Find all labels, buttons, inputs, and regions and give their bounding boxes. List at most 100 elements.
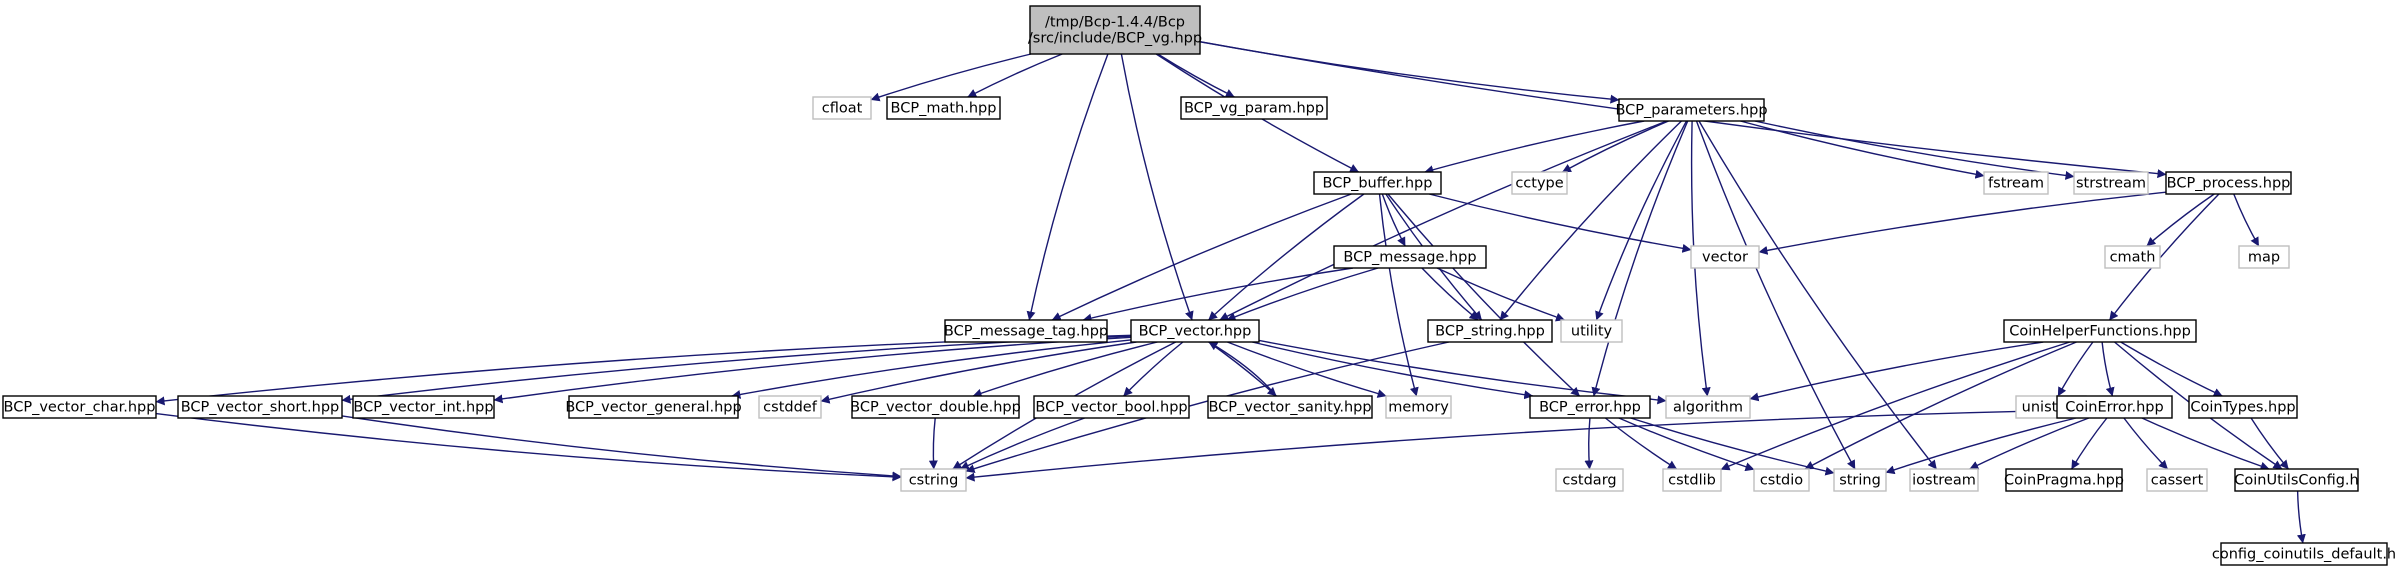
node-box bbox=[1753, 468, 1810, 492]
node-bcp-message[interactable]: BCP_message.hpp bbox=[1333, 245, 1487, 269]
edge-bcp_string-to-cstring bbox=[965, 341, 1450, 474]
node-box bbox=[2165, 171, 2292, 195]
node-label: algorithm bbox=[1673, 400, 1743, 416]
node-bcp-vector[interactable]: BCP_vector.hpp bbox=[1130, 319, 1260, 343]
edge-bcp_buffer-to-vector bbox=[1428, 193, 1692, 253]
node-bcp-buffer[interactable]: BCP_buffer.hpp bbox=[1313, 171, 1442, 195]
node-box bbox=[1333, 245, 1487, 269]
edge-bcp_process-to-map bbox=[2233, 193, 2260, 247]
node-box bbox=[2104, 245, 2161, 269]
node-bcp-vector-char[interactable]: BCP_vector_char.hpp bbox=[2, 395, 157, 419]
edge-coin_error-to-coin_pragma bbox=[2071, 417, 2108, 470]
node-label: cstdarg bbox=[1562, 473, 1616, 489]
edge-coin_types-to-coin_utils_config bbox=[2250, 417, 2289, 470]
node-bcp-vector-sanity[interactable]: BCP_vector_sanity.hpp bbox=[1207, 395, 1373, 419]
node-box bbox=[2220, 542, 2388, 566]
edge-coin_helper-to-coin_error bbox=[2101, 341, 2115, 397]
edge-coin_error-to-cassert bbox=[2123, 417, 2169, 470]
node-box bbox=[2005, 468, 2123, 492]
node-bcp-message-tag[interactable]: BCP_message_tag.hpp bbox=[944, 319, 1108, 343]
node-cfloat: cfloat bbox=[812, 96, 872, 120]
node-coin-utils-config[interactable]: CoinUtilsConfig.h bbox=[2234, 468, 2359, 492]
node-box bbox=[1833, 468, 1887, 492]
node-label: cstdio bbox=[1760, 473, 1803, 489]
edge-bcp_vg-to-bcp_message_tag bbox=[1026, 53, 1109, 321]
node-box bbox=[1207, 395, 1373, 419]
node-label: cassert bbox=[2151, 473, 2204, 489]
node-bcp-vector-bool[interactable]: BCP_vector_bool.hpp bbox=[1033, 395, 1190, 419]
edges bbox=[155, 40, 2306, 544]
edge-bcp_buffer-to-bcp_message bbox=[1381, 193, 1406, 247]
node-coin-helper[interactable]: CoinHelperFunctions.hpp bbox=[2003, 319, 2197, 343]
node-label: BCP_parameters.hpp bbox=[1615, 103, 1767, 119]
node-box bbox=[944, 319, 1108, 343]
node-label: cstring bbox=[909, 473, 959, 489]
edge-bcp_buffer-to-bcp_message_tag bbox=[1051, 193, 1352, 321]
node-bcp-process[interactable]: BCP_process.hpp bbox=[2165, 171, 2292, 195]
node-label: BCP_math.hpp bbox=[891, 101, 997, 117]
node-box bbox=[2003, 319, 2197, 343]
node-label: iostream bbox=[1912, 473, 1976, 489]
node-label: utility bbox=[1571, 324, 1613, 340]
edge-bcp_buffer-to-memory bbox=[1378, 193, 1419, 397]
node-box bbox=[2188, 395, 2298, 419]
node-label: BCP_vector_short.hpp bbox=[181, 400, 340, 416]
edge-bcp_error-to-cstdio bbox=[1618, 417, 1755, 472]
node-utility: utility bbox=[1560, 319, 1623, 343]
node-bcp-string[interactable]: BCP_string.hpp bbox=[1427, 319, 1553, 343]
node-label: map bbox=[2248, 250, 2280, 266]
node-box bbox=[2146, 468, 2208, 492]
edge-bcp_error-to-cstdarg bbox=[1584, 417, 1594, 470]
node-box bbox=[758, 395, 822, 419]
node-cstdarg: cstdarg bbox=[1555, 468, 1624, 492]
node-cctype: cctype bbox=[1511, 171, 1568, 195]
edge-bcp_vector-to-algorithm bbox=[1258, 339, 1667, 405]
node-bcp-vg-param[interactable]: BCP_vg_param.hpp bbox=[1180, 96, 1328, 120]
node-coin-pragma[interactable]: CoinPragma.hpp bbox=[2004, 468, 2124, 492]
node-cstdio: cstdio bbox=[1753, 468, 1810, 492]
node-bcp-error[interactable]: BCP_error.hpp bbox=[1529, 395, 1651, 419]
node-box bbox=[812, 96, 872, 120]
edge-bcp_parameters-to-bcp_error bbox=[1591, 120, 1689, 397]
node-bcp-vector-short[interactable]: BCP_vector_short.hpp bbox=[177, 395, 343, 419]
node-box bbox=[1511, 171, 1568, 195]
edge-bcp_buffer-to-bcp_error bbox=[1387, 193, 1581, 397]
node-label: CoinPragma.hpp bbox=[2004, 473, 2124, 489]
node-bcp-vector-int[interactable]: BCP_vector_int.hpp bbox=[352, 395, 495, 419]
node-bcp-vg[interactable]: /tmp/Bcp-1.4.4/Bcp/src/include/BCP_vg.hp… bbox=[1028, 5, 1202, 55]
node-label: BCP_message.hpp bbox=[1343, 250, 1476, 266]
edge-bcp_vg-to-bcp_vg_param bbox=[1157, 53, 1235, 98]
node-box bbox=[568, 395, 739, 419]
node-memory: memory bbox=[1385, 395, 1452, 419]
node-box bbox=[1662, 468, 1722, 492]
edge-bcp_vector-to-bcp_vector_general bbox=[731, 339, 1132, 399]
node-bcp-math[interactable]: BCP_math.hpp bbox=[886, 96, 1001, 120]
node-label: cstddef bbox=[763, 400, 818, 416]
node-bcp-parameters[interactable]: BCP_parameters.hpp bbox=[1615, 98, 1768, 122]
edge-bcp_vector-to-cstddef bbox=[820, 341, 1137, 404]
node-label: BCP_buffer.hpp bbox=[1323, 176, 1433, 192]
edge-bcp_vector-to-bcp_error bbox=[1252, 341, 1534, 400]
edge-bcp_vector_char-to-cstring bbox=[155, 412, 902, 482]
edge-coin_helper-to-coin_types bbox=[2120, 341, 2223, 397]
edge-bcp_vector-to-memory bbox=[1227, 341, 1387, 398]
edge-bcp_process-to-vector bbox=[1758, 191, 2167, 255]
edge-bcp_vector_bool-to-cstring bbox=[959, 417, 1085, 470]
node-iostream: iostream bbox=[1909, 468, 1979, 492]
node-bcp-vector-general[interactable]: BCP_vector_general.hpp bbox=[565, 395, 742, 419]
node-box bbox=[900, 468, 967, 492]
edge-bcp_parameters-to-utility bbox=[1595, 120, 1688, 321]
node-label: CoinHelperFunctions.hpp bbox=[2009, 324, 2191, 340]
node-box bbox=[352, 395, 495, 419]
node-coin-types[interactable]: CoinTypes.hpp bbox=[2188, 395, 2298, 419]
node-label: BCP_string.hpp bbox=[1435, 324, 1545, 340]
node-box bbox=[1033, 395, 1190, 419]
edge-bcp_message-to-utility bbox=[1436, 267, 1565, 322]
edge-bcp_parameters-to-bcp_string bbox=[1499, 120, 1682, 321]
node-fstream: fstream bbox=[1983, 171, 2049, 195]
edge-bcp_parameters-to-cctype bbox=[1562, 120, 1669, 173]
node-coin-error[interactable]: CoinError.hpp bbox=[2056, 395, 2173, 419]
node-bcp-vector-double[interactable]: BCP_vector_double.hpp bbox=[850, 395, 1021, 419]
edge-bcp_vg-to-cfloat bbox=[870, 53, 1032, 102]
node-config-coinutils-default[interactable]: config_coinutils_default.h bbox=[2212, 542, 2396, 566]
